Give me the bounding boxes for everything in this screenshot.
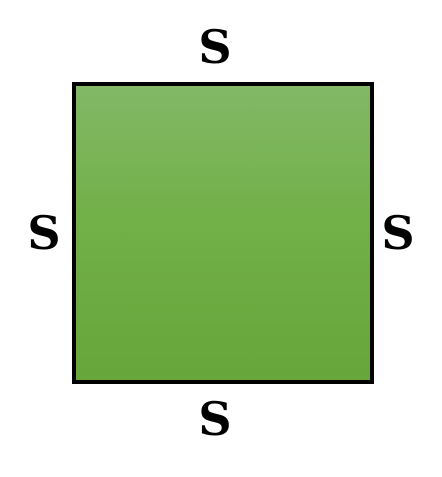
side-label-left: S bbox=[27, 206, 61, 260]
side-label-right: S bbox=[381, 206, 415, 260]
side-label-bottom: S bbox=[198, 392, 232, 446]
side-label-top: S bbox=[198, 20, 232, 74]
square-shape bbox=[72, 82, 374, 384]
